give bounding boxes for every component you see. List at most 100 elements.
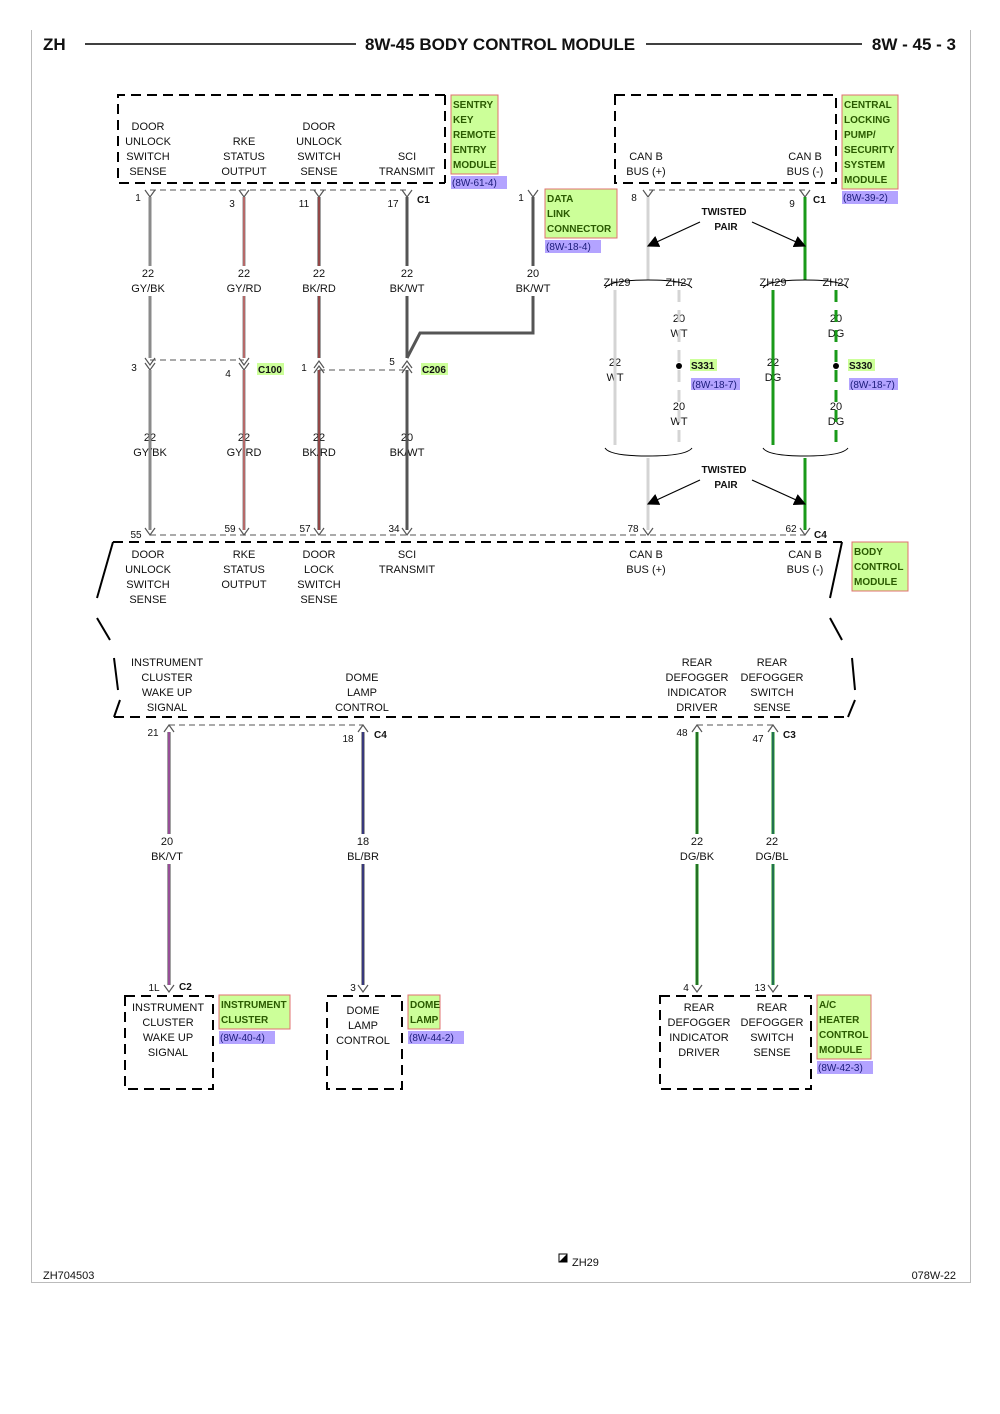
pin-bcm-78: 78 [627,524,639,535]
clpss-tag-line-2: PUMP/ [844,130,876,141]
skrem-tag-line-4: MODULE [453,160,497,171]
pin-bcm-57: 57 [299,524,311,535]
clpss-tag-ref: (8W-39-2) [843,193,888,204]
clpss-tag-line-3: SECURITY [844,145,895,156]
bcm-top-label-0-1: UNLOCK [125,564,172,576]
ahcm-tag-line-0: A/C [819,1000,836,1011]
dlc-tag-line-0: DATA [547,194,573,205]
bcm-tag-line-0: BODY [854,547,883,558]
bcm-top-label-1-1: STATUS [223,564,265,576]
bcm-top-label-0-3: SENSE [129,594,166,606]
pin-c100-3: 3 [131,363,137,374]
wire-w11a-gauge: 22 [313,268,325,280]
bcm-bottom-label-3-3: SENSE [753,702,790,714]
ic-tag-ref-bg [219,1031,275,1044]
bcm-bottom-label-1-1: LAMP [347,687,377,699]
mid-connector-forks [144,357,413,374]
wire-wic-color: BK/VT [151,851,183,863]
ahcm-label-1-1: DEFOGGER [741,1017,804,1029]
bcm-bottom-label-0-3: SIGNAL [147,702,187,714]
ahcm-labels: REARDEFOGGERINDICATORDRIVERREARDEFOGGERS… [668,1002,804,1059]
bcm-top-label-1-0: RKE [233,549,256,561]
wire-w3a-color: GY/RD [227,283,262,295]
pin-clpss-8: 8 [631,193,637,204]
wire-w17a-color: BK/WT [390,283,425,295]
wire-w3a-gauge: 22 [238,268,250,280]
wire-wdgbk-color: DG/BK [680,851,715,863]
pin-bcm-59: 59 [224,524,236,535]
clpss-label-1-0: CAN B [788,151,822,163]
skrem-tag-line-1: KEY [453,115,474,126]
skrem-box [117,94,445,184]
bcm-bottom-label-2-2: INDICATOR [667,687,727,699]
wire-w1a-bg [126,266,170,296]
bcm-box [96,541,856,718]
ahcm-label-1-0: REAR [757,1002,788,1014]
connector-c1: C1 [417,195,430,206]
connector-c2: C2 [179,982,192,993]
bcm-top-forks [144,527,811,537]
splice-s330-ref: (8W-18-7) [850,380,895,391]
skrem-label-0-2: SWITCH [126,151,169,163]
bcm-top-label-5-1: BUS (-) [787,564,824,576]
dome-label-2: CONTROL [336,1035,390,1047]
pin-bcm-21: 21 [147,728,159,739]
bcm-bottom-label-0-0: INSTRUMENT [131,657,203,669]
bcm-bottom-label-3-2: SWITCH [750,687,793,699]
skrem-label-2-2: SWITCH [297,151,340,163]
wire-wt20b-gauge: 20 [673,401,685,413]
wire-wdgbl-bg [750,834,794,864]
clpss-label-0-0: CAN B [629,151,663,163]
skrem-label-2-0: DOOR [303,121,336,133]
bcm-top-pin-labels: DOORUNLOCKSWITCHSENSERKESTATUSOUTPUTDOOR… [125,549,823,606]
bcm-top-label-4-0: CAN B [629,549,663,561]
skrem-label-0-0: DOOR [132,121,165,133]
dome-tag-line-0: DOME [410,1000,440,1011]
zh27-label-a: ZH27 [666,277,693,289]
bcm-bottom-label-0-1: CLUSTER [141,672,192,684]
instrument-cluster-box [124,995,214,1090]
clpss-tag-line-4: SYSTEM [844,160,885,171]
ahcm-label-0-3: DRIVER [678,1047,720,1059]
wire-dg20b-gauge: 20 [830,401,842,413]
twisted-pair-bottom-2: PAIR [714,480,738,491]
header-left: ZH [43,35,66,54]
wire-wdgbk-bg [675,834,719,864]
bcm-tag-line-2: MODULE [854,577,898,588]
pin-dlc-1: 1 [518,193,524,204]
twisted-pair-top-2: PAIR [714,222,738,233]
ahcm-label-1-3: SENSE [753,1047,790,1059]
pin-bcm-18: 18 [342,734,354,745]
ahcm-label-1-2: SWITCH [750,1032,793,1044]
footer-ref-icon-fill [559,1254,567,1262]
bcm-bottom-label-1-2: CONTROL [335,702,389,714]
wire-wic-gauge: 20 [161,836,173,848]
splice-s330-label: S330 [849,361,873,372]
pin-ahcm-4: 4 [683,983,689,994]
bcm-bottom-label-2-1: DEFOGGER [666,672,729,684]
ic-tag-line-0: INSTRUMENT [221,1000,287,1011]
dome-tag-line-1: LAMP [410,1015,439,1026]
zh29-label-a: ZH29 [604,277,631,289]
pin-ahcm-13: 13 [754,983,766,994]
splice-s331-ref: (8W-18-7) [692,380,737,391]
page-title: 8W-45 BODY CONTROL MODULE [365,35,635,54]
bcm-bottom-forks [163,723,779,733]
wire-wdgbl-gauge: 22 [766,836,778,848]
bcm-top-label-0-2: SWITCH [126,579,169,591]
bcm-bottom-label-0-2: WAKE UP [142,687,192,699]
clpss-label-1-1: BUS (-) [787,166,824,178]
dlc-tag-ref-bg [545,240,601,253]
twisted-arrow-left [646,221,701,247]
s331-highlight [690,359,717,371]
ahcm-label-0-1: DEFOGGER [668,1017,731,1029]
twisted-arrow-right [751,221,807,248]
pin-dome-3: 3 [350,983,356,994]
